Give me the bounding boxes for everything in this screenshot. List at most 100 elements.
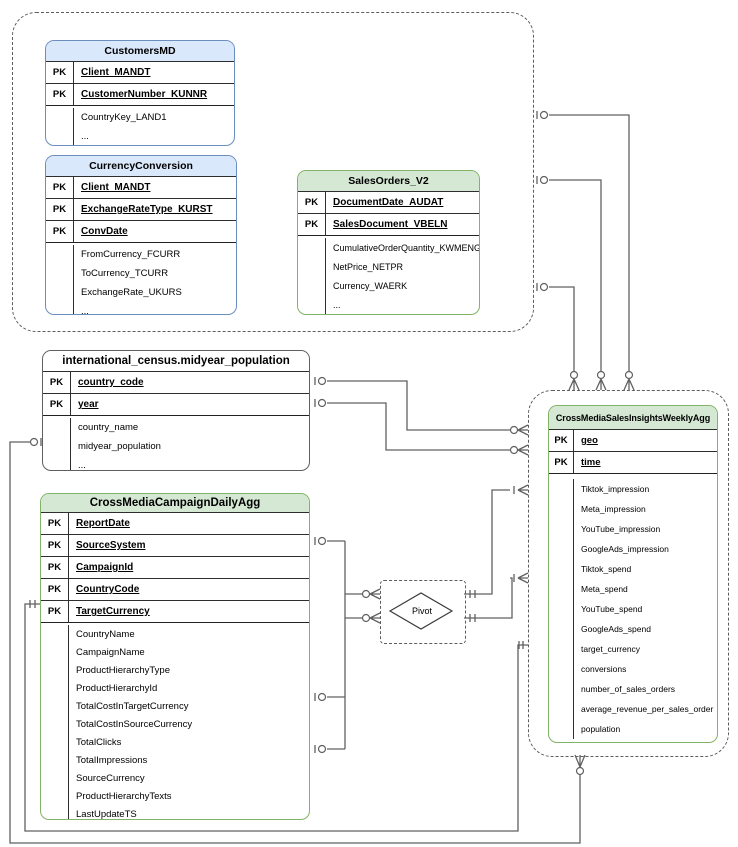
field-row[interactable]: TotalImpressions [41,751,309,769]
field-row[interactable]: CumulativeOrderQuantity_KWMENG [298,238,479,257]
field-row[interactable]: ExchangeRate_UKURS [46,283,236,302]
pk-badge: PK [43,394,71,415]
field-row[interactable]: average_revenue_per_sales_order [549,699,717,719]
field-name: Tiktok_spend [581,564,632,574]
pk-badge [549,659,574,679]
field-row[interactable]: CountryKey_LAND1 [46,108,234,127]
field-row[interactable]: Meta_impression [549,499,717,519]
field-row[interactable]: Tiktok_spend [549,559,717,579]
field-name: SourceCurrency [76,772,145,784]
field-row[interactable]: CountryName [41,625,309,643]
pk-badge: PK [298,214,326,235]
pk-badge: PK [549,452,574,473]
pk-badge [41,715,69,733]
field-row[interactable]: TotalClicks [41,733,309,751]
edge-census-year-to-weekly-time[interactable] [314,398,529,456]
field-row[interactable]: ... [43,456,309,470]
field-row[interactable]: Tiktok_impression [549,479,717,499]
pivot-group-box[interactable] [380,580,466,644]
field-row[interactable]: TotalCostInSourceCurrency [41,715,309,733]
field-name: ExchangeRateType_KURST [81,204,213,215]
field-name: TargetCurrency [76,606,150,617]
field-row[interactable]: ToCurrency_TCURR [46,264,236,283]
pk-badge [41,625,69,643]
pk-badge [46,127,74,145]
field-row[interactable]: CampaignName [41,643,309,661]
edge-source-group-to-weekly-1[interactable] [536,110,635,391]
field-row[interactable]: ProductHierarchyId [41,679,309,697]
field-name: CountryName [76,628,135,640]
weekly-agg-group-box[interactable] [528,390,729,757]
field-name: SourceSystem [76,540,146,551]
edge-source-group-to-weekly-2[interactable] [536,175,607,391]
field-row[interactable]: ProductHierarchyTexts [41,787,309,805]
field-row[interactable]: GoogleAds_spend [549,619,717,639]
field-row[interactable]: midyear_population [43,437,309,456]
field-row[interactable]: number_of_sales_orders [549,679,717,699]
pk-badge [298,295,326,314]
edge-campaign-to-pivot[interactable] [314,536,381,754]
field-row[interactable]: TotalCostInTargetCurrency [41,697,309,715]
pk-badge: PK [41,579,69,600]
pk-row[interactable]: PK country_code [43,372,309,394]
field-name: country_name [78,422,139,433]
pk-badge [549,519,574,539]
field-row[interactable]: NetPrice_NETPR [298,257,479,276]
edge-pivot-to-weekly-spend[interactable] [464,572,529,622]
pivot-diamond[interactable] [388,592,454,630]
edge-pivot-to-weekly-impressions[interactable] [464,484,529,598]
field-name: CountryKey_LAND1 [81,112,167,123]
field-row[interactable]: ... [298,295,479,314]
field-name: DocumentDate_AUDAT [333,197,444,208]
field-row[interactable]: YouTube_impression [549,519,717,539]
edge-campaign-target-currency-to-weekly[interactable] [24,600,528,832]
source-tables-group-box[interactable] [12,12,534,332]
field-name: conversions [581,664,627,674]
field-row[interactable]: conversions [549,659,717,679]
field-row[interactable]: ... [46,127,234,145]
field-row[interactable]: country_name [43,418,309,437]
field-row[interactable]: LastUpdateTS [41,805,309,819]
pk-badge: PK [43,372,71,393]
field-name: country_code [78,377,144,388]
edge-census-to-weekly-population[interactable] [9,437,586,844]
field-row[interactable]: ... [46,302,236,314]
field-row[interactable]: Currency_WAERK [298,276,479,295]
pk-badge [41,697,69,715]
field-row[interactable]: FromCurrency_FCURR [46,245,236,264]
field-row[interactable]: target_currency [549,639,717,659]
edge-census-country-code-to-weekly-geo[interactable] [314,376,529,436]
field-row[interactable]: population [549,719,717,739]
entity-table-midyear-population[interactable]: international_census.midyear_population … [42,350,310,471]
pk-badge [549,639,574,659]
field-row[interactable]: SourceCurrency [41,769,309,787]
pk-badge: PK [46,62,74,83]
field-row[interactable]: Meta_spend [549,579,717,599]
edge-source-group-to-weekly-3[interactable] [536,282,580,391]
field-row[interactable]: YouTube_spend [549,599,717,619]
field-row[interactable]: GoogleAds_impression [549,539,717,559]
field-row[interactable]: ProductHierarchyType [41,661,309,679]
